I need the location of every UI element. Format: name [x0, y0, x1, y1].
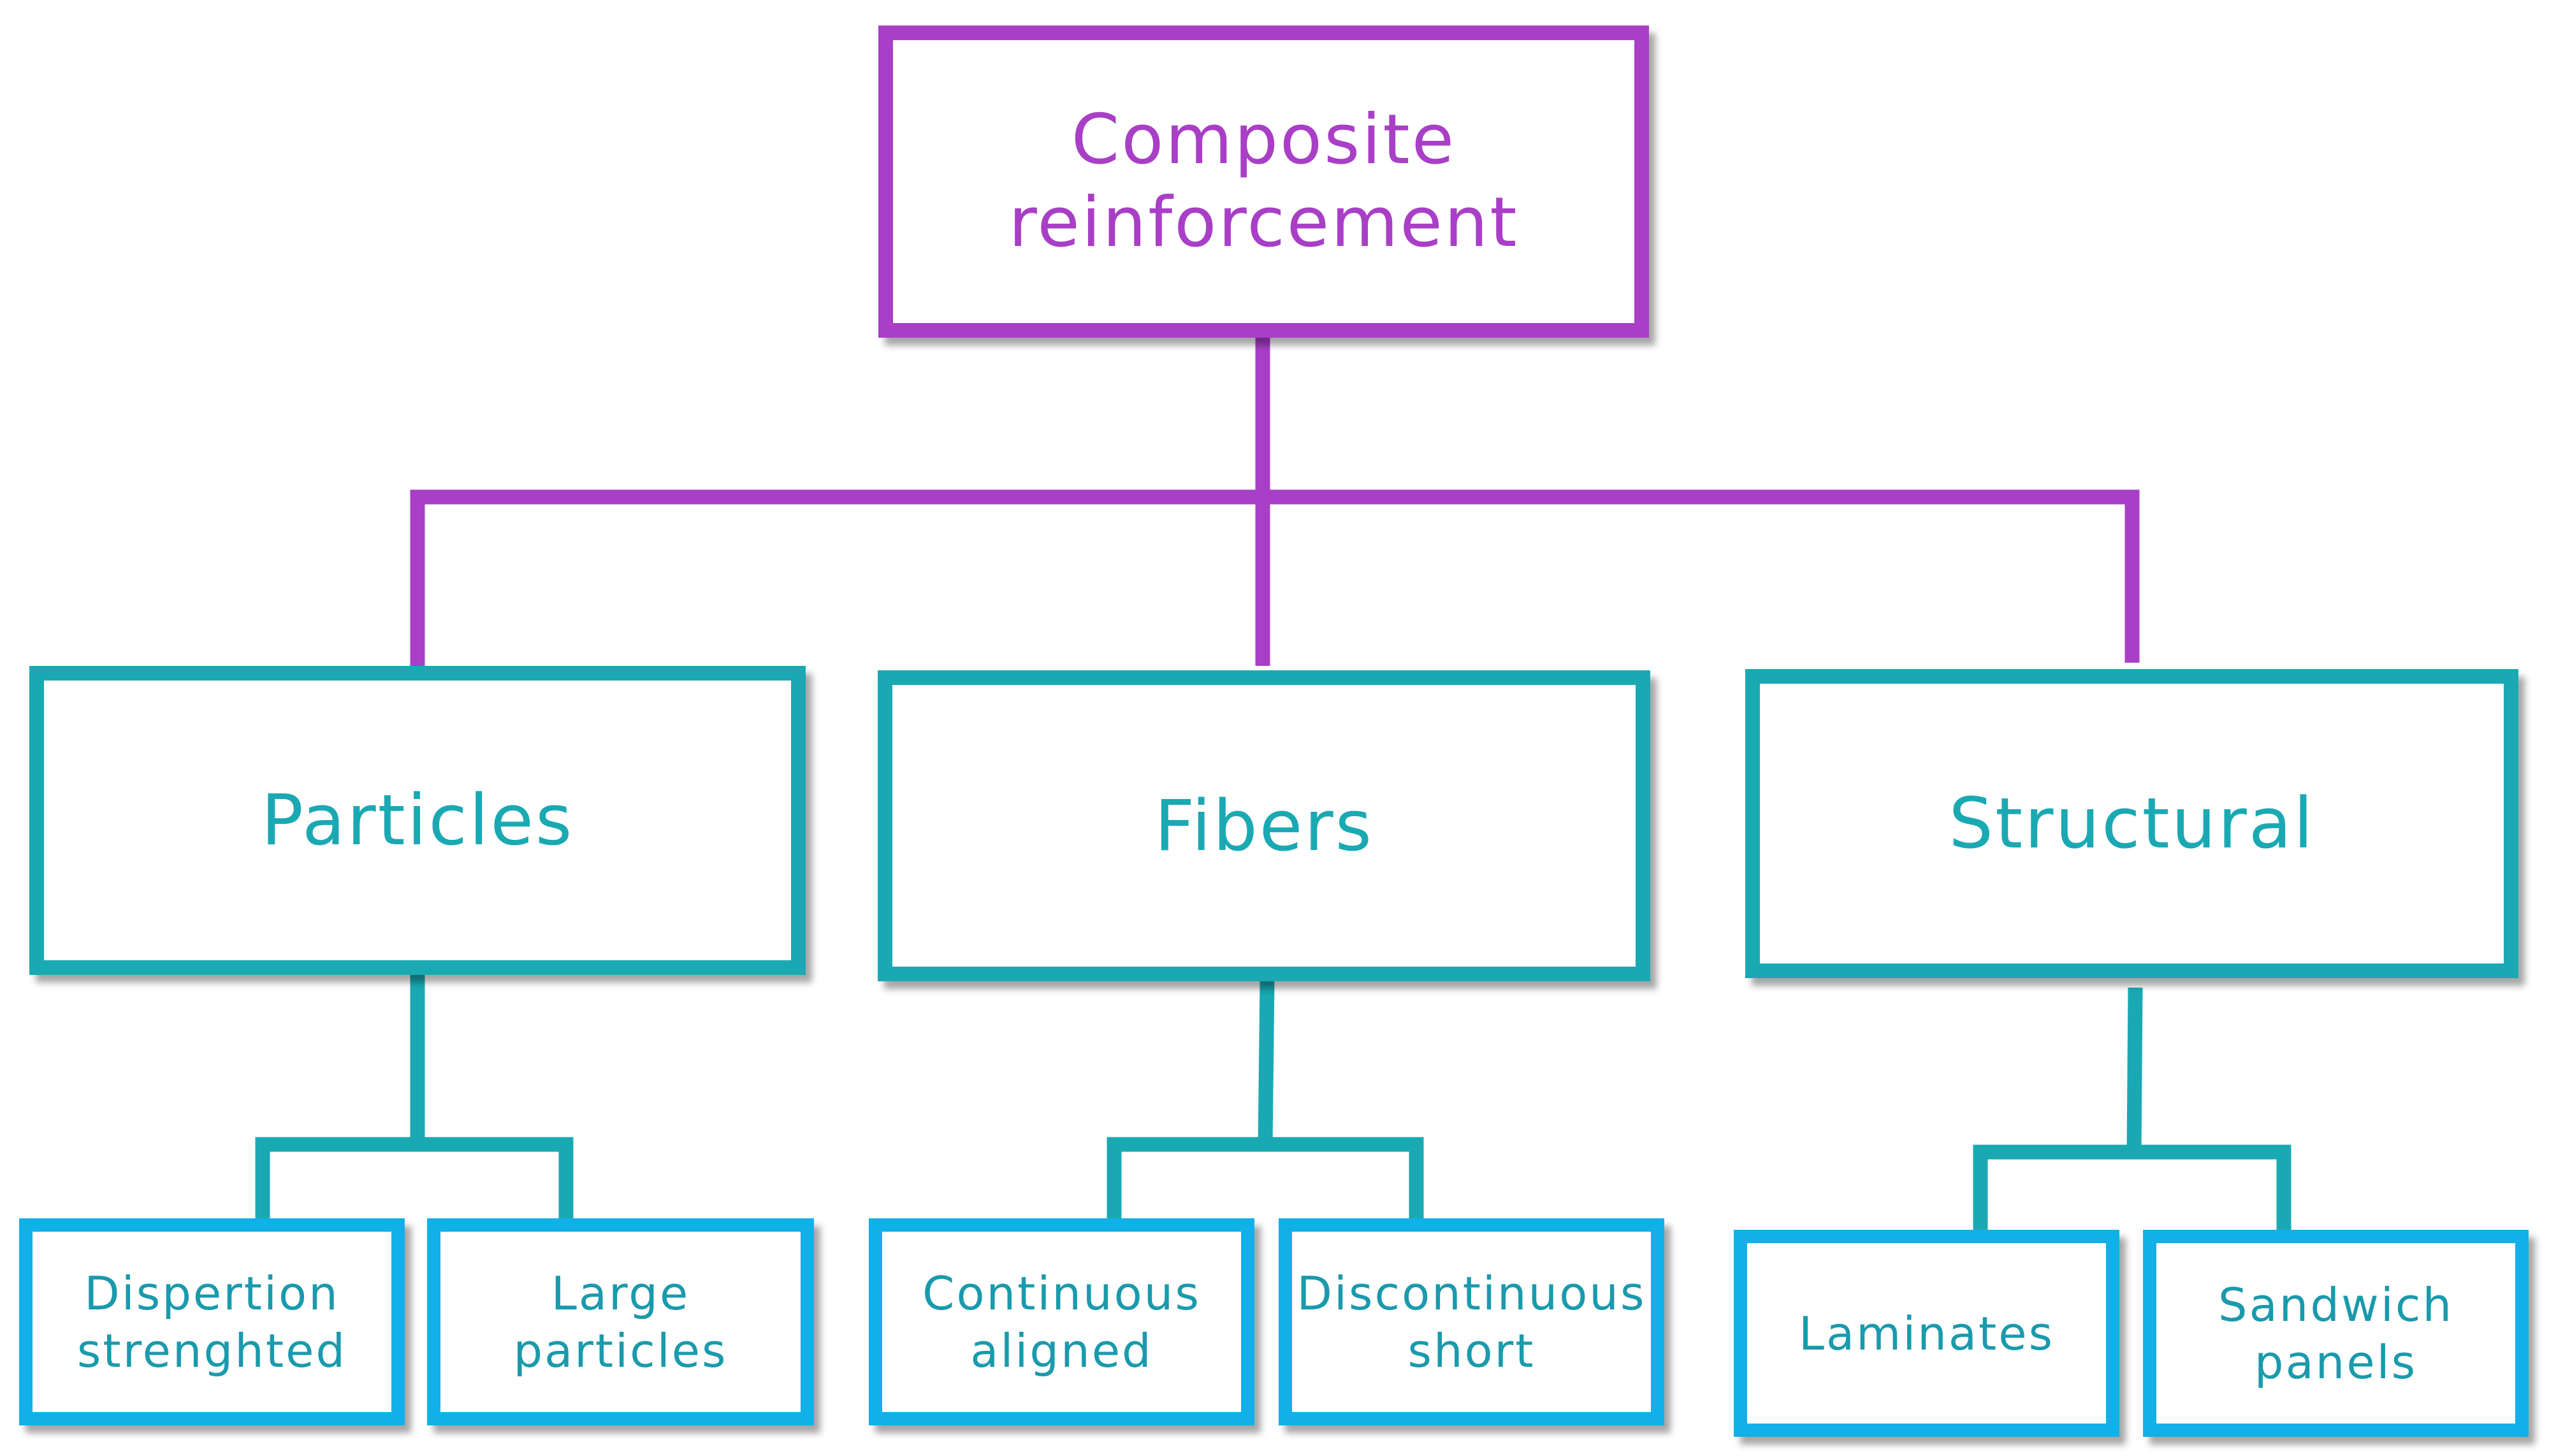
category-label: Fibers — [1154, 784, 1374, 867]
structural-trunk-line — [2126, 987, 2143, 1153]
leaf-node-continuous-aligned: Continuous aligned — [869, 1218, 1254, 1425]
particles-branch-line — [255, 1137, 574, 1218]
leaf-label: Laminates — [1798, 1306, 2055, 1360]
structural-branch-line — [1973, 1144, 2291, 1230]
leaf-label: Sandwich panels — [2218, 1278, 2454, 1389]
root-branch-line — [410, 489, 2140, 666]
category-node-particles: Particles — [29, 666, 806, 975]
fibers-branch-line — [1107, 1137, 1424, 1218]
leaf-label: Discontinuous short — [1296, 1266, 1646, 1378]
leaf-node-sandwich-panels: Sandwich panels — [2143, 1230, 2529, 1437]
leaf-node-laminates: Laminates — [1734, 1230, 2119, 1437]
root-connectors — [410, 338, 2140, 666]
root-node: Composite reinforcement — [878, 25, 1649, 338]
leaf-label: Large particles — [513, 1266, 728, 1378]
category-node-structural: Structural — [1745, 669, 2518, 978]
leaf-node-dispertion-strenghted: Dispertion strenghted — [19, 1218, 405, 1425]
leaf-node-discontinuous-short: Discontinuous short — [1279, 1218, 1664, 1425]
root-label: Composite reinforcement — [1008, 100, 1519, 263]
category-node-fibers: Fibers — [878, 670, 1650, 981]
leaf-label: Continuous aligned — [922, 1266, 1201, 1378]
fibers-trunk-line — [1258, 981, 1275, 1145]
category-label: Particles — [261, 779, 574, 861]
leaf-label: Dispertion strenghted — [76, 1266, 347, 1378]
leaf-node-large-particles: Large particles — [427, 1218, 814, 1425]
category-label: Structural — [1949, 782, 2315, 865]
category-connectors — [255, 975, 2291, 1230]
